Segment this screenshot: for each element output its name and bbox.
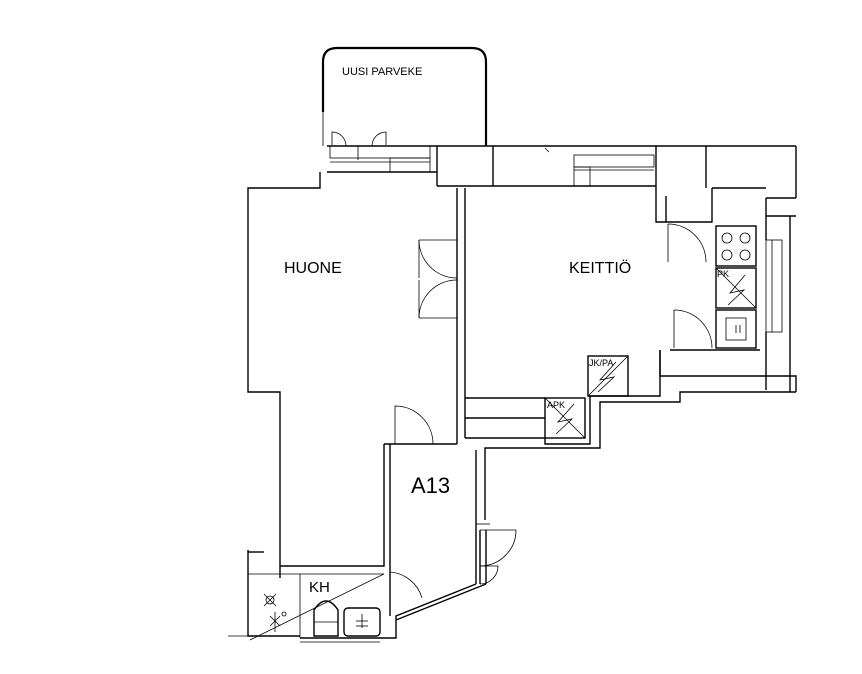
dimension-ticks <box>228 523 490 643</box>
kitchen: KEITTIÖ PK <box>465 186 797 520</box>
living-room-label: HUONE <box>284 260 342 277</box>
dishwasher-label: JK/PA <box>589 358 613 368</box>
unit-id-label: A13 <box>411 473 450 498</box>
hallway: A13 <box>300 405 517 639</box>
stove <box>715 225 757 267</box>
top-exterior-wall <box>327 145 797 216</box>
bathroom: KH <box>247 550 385 641</box>
bathroom-label: KH <box>309 579 330 596</box>
living-room: HUONE <box>247 172 466 567</box>
freezer: APK <box>544 397 586 439</box>
wash-basin-icon <box>343 607 381 637</box>
kitchen-sink <box>715 309 757 349</box>
dishwasher: JK/PA <box>587 355 629 397</box>
window-kitchen <box>573 154 655 187</box>
kitchen-label: KEITTIÖ <box>569 259 631 277</box>
refrigerator-freezer: PK <box>715 267 757 309</box>
balcony: UUSI PARVEKE <box>321 46 488 160</box>
balcony-label: UUSI PARVEKE <box>342 66 422 78</box>
light-fixture-icon <box>263 593 277 607</box>
window-left <box>329 145 431 173</box>
freezer-label: APK <box>547 400 565 410</box>
shower-icon <box>269 611 287 632</box>
refrigerator-freezer-label: PK <box>717 269 729 279</box>
window-right <box>765 216 791 392</box>
toilet-icon <box>313 600 339 637</box>
